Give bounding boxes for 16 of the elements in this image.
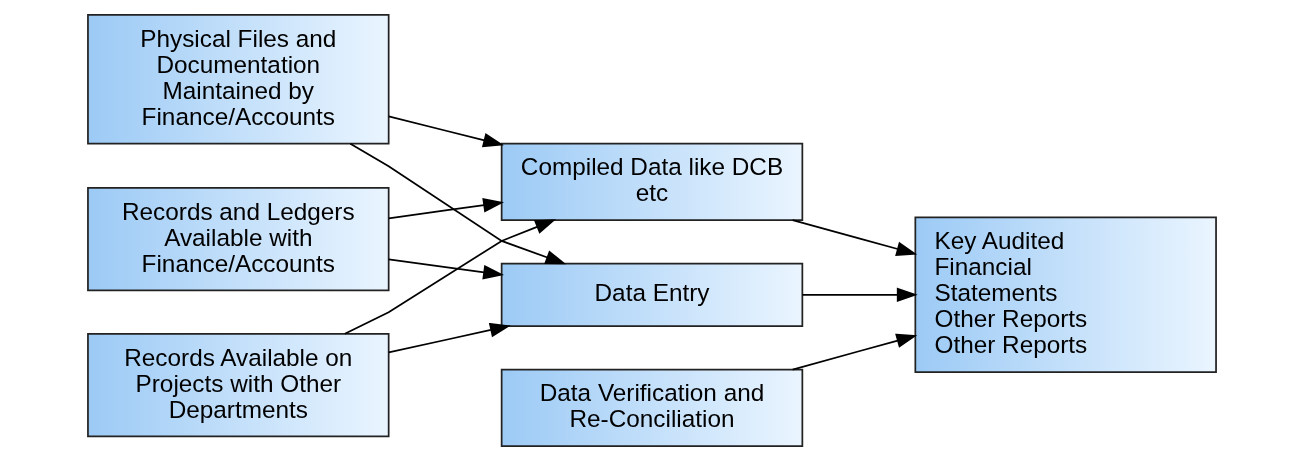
arrow: [387, 197, 504, 220]
arrow: [387, 258, 504, 280]
arrow: [387, 115, 504, 148]
node-box: Key Audited Financial Statements Other Reports Other Reports: [914, 216, 1217, 374]
arrow: [791, 333, 918, 371]
node-box: Records Available on Projects with Other Departments: [87, 333, 390, 438]
node-box: Records and Ledgers Available with Finance/Accounts: [87, 187, 390, 292]
node-box: Data Entry: [500, 262, 804, 327]
arrow: [349, 142, 567, 265]
arrow: [387, 322, 511, 354]
node-box: Data Verification and Re-Conciliation: [500, 368, 804, 447]
node-box: Compiled Data like DCB etc: [500, 142, 804, 221]
arrow: [791, 219, 918, 256]
arrow: [344, 219, 557, 335]
arrow: [801, 287, 918, 303]
node-box: Physical Files and Documentation Maintained by Finance/Accounts: [87, 14, 390, 145]
